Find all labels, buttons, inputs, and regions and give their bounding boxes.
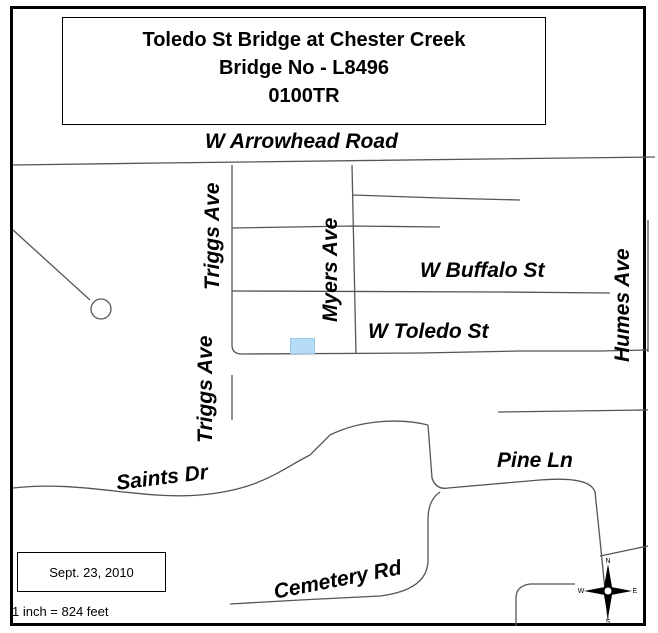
map-date-box: Sept. 23, 2010	[17, 552, 166, 592]
road-cemetery	[229, 491, 441, 605]
road-culdesac	[12, 229, 91, 301]
compass-rose-icon: N S W E	[578, 558, 638, 624]
street-label-triggs-lower: Triggs Ave	[194, 335, 217, 443]
road-lower-right-b	[599, 545, 649, 557]
road-east-short	[497, 409, 649, 413]
map-title-box: Toledo St Bridge at Chester Creek Bridge…	[62, 17, 546, 125]
road-myers	[351, 164, 357, 355]
street-label-toledo: W Toledo St	[368, 320, 489, 343]
road-arrowhead	[12, 156, 656, 166]
compass-n: N	[605, 558, 610, 565]
map-date: Sept. 23, 2010	[49, 564, 134, 580]
road-lower-right	[515, 583, 575, 626]
street-label-myers: Myers Ave	[319, 217, 342, 322]
map-scale: 1 inch = 824 feet	[12, 604, 109, 619]
road-cross-north	[231, 225, 441, 229]
compass-s: S	[606, 619, 611, 624]
road-myers-east	[351, 194, 521, 201]
map-title-line2: Bridge No - L8496	[218, 57, 390, 79]
map-title-line1: Toledo St Bridge at Chester Creek	[142, 29, 466, 51]
compass-e: E	[633, 588, 638, 595]
bridge-location-marker[interactable]	[290, 338, 315, 354]
compass-w: W	[578, 588, 585, 595]
road-triggs	[231, 165, 243, 355]
culdesac-circle	[90, 298, 112, 320]
road-buffalo	[231, 290, 611, 294]
street-label-arrowhead: W Arrowhead Road	[205, 130, 398, 153]
street-label-buffalo: W Buffalo St	[420, 259, 545, 282]
street-label-humes: Humes Ave	[611, 248, 634, 362]
road-pine	[427, 424, 609, 621]
map-title-line3: 0100TR	[268, 85, 340, 107]
street-label-triggs-upper: Triggs Ave	[201, 182, 224, 290]
road-toledo	[241, 349, 649, 355]
road-saints	[12, 420, 429, 497]
street-label-pine: Pine Ln	[497, 449, 573, 472]
